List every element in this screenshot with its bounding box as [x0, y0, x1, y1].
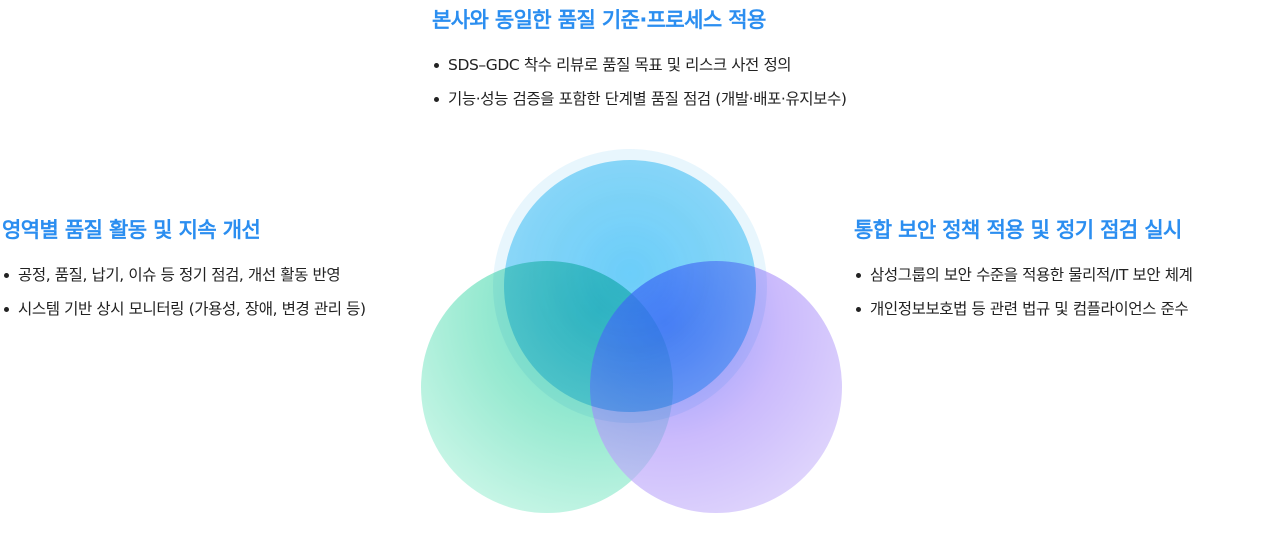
list-item: 삼성그룹의 보안 수준을 적용한 물리적/IT 보안 체계 [854, 258, 1193, 292]
venn-circle-green [410, 250, 684, 524]
right-section-title: 통합 보안 정책 적용 및 정기 점검 실시 [854, 218, 1182, 242]
right-section-list: 삼성그룹의 보안 수준을 적용한 물리적/IT 보안 체계 개인정보보호법 등 … [854, 258, 1193, 326]
left-section: 영역별 품질 활동 및 지속 개선 공정, 품질, 납기, 이슈 등 정기 점검… [2, 214, 366, 326]
list-item: 시스템 기반 상시 모니터링 (가용성, 장애, 변경 관리 등) [2, 292, 366, 326]
top-section: 본사와 동일한 품질 기준·프로세스 적용 SDS–GDC 착수 리뷰로 품질 … [432, 4, 847, 116]
top-section-title: 본사와 동일한 품질 기준·프로세스 적용 [432, 8, 766, 32]
left-section-list: 공정, 품질, 납기, 이슈 등 정기 점검, 개선 활동 반영 시스템 기반 … [2, 258, 366, 326]
top-section-list: SDS–GDC 착수 리뷰로 품질 목표 및 리스크 사전 정의 기능·성능 검… [432, 48, 847, 116]
venn-circle-purple [579, 250, 853, 524]
left-section-title: 영역별 품질 활동 및 지속 개선 [2, 218, 261, 242]
right-section: 통합 보안 정책 적용 및 정기 점검 실시 삼성그룹의 보안 수준을 적용한 … [854, 214, 1193, 326]
list-item: 기능·성능 검증을 포함한 단계별 품질 점검 (개발·배포·유지보수) [432, 82, 847, 116]
list-item: 공정, 품질, 납기, 이슈 등 정기 점검, 개선 활동 반영 [2, 258, 366, 292]
list-item: SDS–GDC 착수 리뷰로 품질 목표 및 리스크 사전 정의 [432, 48, 847, 82]
list-item: 개인정보보호법 등 관련 법규 및 컴플라이언스 준수 [854, 292, 1192, 326]
venn-circle-blue [493, 149, 767, 423]
